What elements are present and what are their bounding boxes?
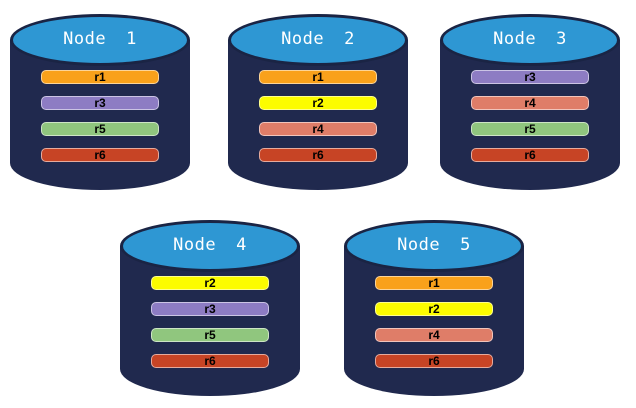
replica-bar: r1 — [375, 276, 493, 290]
replica-bar: r5 — [41, 122, 159, 136]
replica-bar: r6 — [151, 354, 269, 368]
node-1-title: Node 1 — [63, 29, 137, 49]
node-2-title: Node 2 — [281, 29, 355, 49]
node-2-cylinder-top-ellipse: Node 2 — [228, 14, 408, 66]
replica-bar: r5 — [151, 328, 269, 342]
node-1-cylinder: Node 1 r1 r3 r5 r6 — [10, 14, 190, 190]
node-3-title: Node 3 — [493, 29, 567, 49]
node-3-replica-list: r3 r4 r5 r6 — [440, 70, 620, 162]
replica-bar: r6 — [41, 148, 159, 162]
replica-bar: r1 — [41, 70, 159, 84]
node-5-cylinder-top-ellipse: Node 5 — [344, 220, 524, 272]
node-5-replica-list: r1 r2 r4 r6 — [344, 276, 524, 368]
replica-bar: r3 — [151, 302, 269, 316]
node-1-replica-list: r1 r3 r5 r6 — [10, 70, 190, 162]
replica-bar: r6 — [375, 354, 493, 368]
node-3-cylinder-top-ellipse: Node 3 — [440, 14, 620, 66]
node-4-cylinder-top-ellipse: Node 4 — [120, 220, 300, 272]
node-3-cylinder: Node 3 r3 r4 r5 r6 — [440, 14, 620, 190]
node-5-cylinder: Node 5 r1 r2 r4 r6 — [344, 220, 524, 396]
node-4-replica-list: r2 r3 r5 r6 — [120, 276, 300, 368]
replica-bar: r1 — [259, 70, 377, 84]
replica-bar: r3 — [41, 96, 159, 110]
node-5-title: Node 5 — [397, 235, 471, 255]
node-2-cylinder: Node 2 r1 r2 r4 r6 — [228, 14, 408, 190]
replica-bar: r5 — [471, 122, 589, 136]
node-4-cylinder: Node 4 r2 r3 r5 r6 — [120, 220, 300, 396]
replica-bar: r4 — [259, 122, 377, 136]
replica-bar: r3 — [471, 70, 589, 84]
replica-bar: r4 — [375, 328, 493, 342]
node-4-title: Node 4 — [173, 235, 247, 255]
node-2-replica-list: r1 r2 r4 r6 — [228, 70, 408, 162]
replica-bar: r2 — [151, 276, 269, 290]
node-1-cylinder-top-ellipse: Node 1 — [10, 14, 190, 66]
replica-bar: r2 — [375, 302, 493, 316]
replica-bar: r6 — [471, 148, 589, 162]
replica-bar: r2 — [259, 96, 377, 110]
replica-bar: r4 — [471, 96, 589, 110]
replica-bar: r6 — [259, 148, 377, 162]
